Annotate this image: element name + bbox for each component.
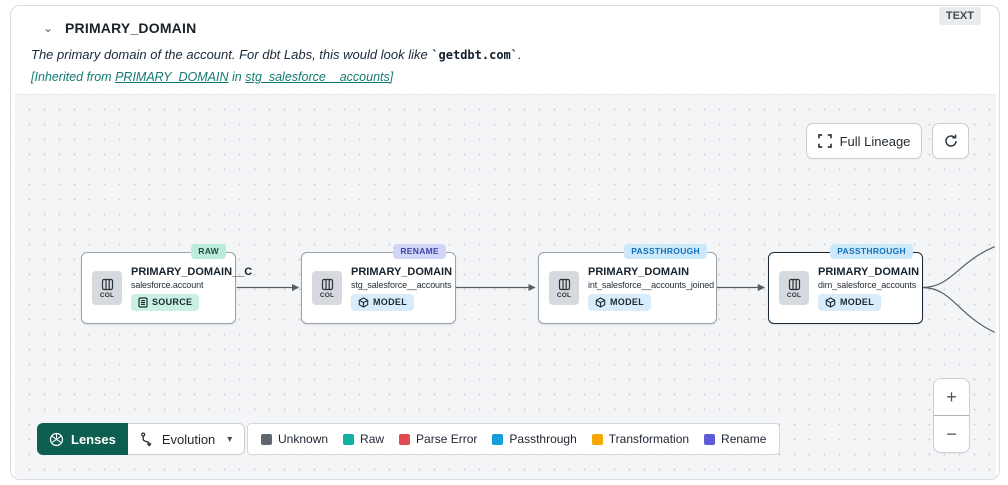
column-chip: COL <box>92 271 122 305</box>
inherited-infix: in <box>228 70 246 84</box>
column-icon <box>101 278 113 290</box>
node-title: PRIMARY_DOMAIN__C <box>131 265 253 278</box>
lens-aperture-icon <box>49 432 64 446</box>
evolution-type-badge: PASSTHROUGH <box>830 244 913 259</box>
node-body: PRIMARY_DOMAIN dim_salesforce_accounts M… <box>809 266 919 311</box>
legend-swatch <box>261 433 272 445</box>
resource-type-badge: MODEL <box>588 293 651 311</box>
zoom-out-button[interactable]: − <box>934 416 969 452</box>
column-chip: COL <box>779 271 809 305</box>
legend-swatch <box>399 433 411 445</box>
legend-label: Parse Error <box>416 432 478 446</box>
legend-item-passthrough: Passthrough <box>492 432 577 446</box>
model-icon <box>358 296 369 308</box>
lineage-node-stg-salesforce-accounts[interactable]: RENAME COL PRIMARY_DOMAIN stg_salesforce… <box>301 244 456 324</box>
lineage-node-dim-salesforce-accounts[interactable]: PASSTHROUGH COL PRIMARY_DOMAIN dim_sales… <box>768 244 923 324</box>
legend-label: Rename <box>721 432 767 446</box>
lineage-node-salesforce-account[interactable]: RAW COL PRIMARY_DOMAIN__C salesforce.acc… <box>81 244 252 324</box>
legend-label: Unknown <box>278 432 329 446</box>
evolution-legend: Unknown Raw Parse Error Passthrough Tran… <box>247 423 781 455</box>
evolution-type-badge: RENAME <box>393 244 446 259</box>
inherited-prefix: [Inherited from <box>31 70 116 84</box>
description-text: The primary domain of the account. For d… <box>31 47 432 62</box>
lenses-control-group: Lenses Evolution ▾ <box>37 423 246 455</box>
column-chip: COL <box>549 271 579 305</box>
column-icon <box>321 278 333 290</box>
legend-item-parse-error: Parse Error <box>399 432 477 446</box>
legend-item-transformation: Transformation <box>591 432 690 446</box>
column-chip-label: COL <box>786 291 802 299</box>
node-title: PRIMARY_DOMAIN <box>351 265 453 278</box>
chevron-down-icon: ▾ <box>227 433 233 445</box>
legend-swatch <box>343 433 355 445</box>
node-body: PRIMARY_DOMAIN int_salesforce__accounts_… <box>579 265 714 311</box>
legend-swatch <box>492 433 504 445</box>
legend-item-raw: Raw <box>343 432 384 446</box>
description-code: `getdbt.com` <box>431 48 519 62</box>
column-icon <box>558 278 570 290</box>
resource-type-label: MODEL <box>840 296 874 307</box>
node-subtitle: int_salesforce__accounts_joined <box>588 279 714 290</box>
lineage-canvas[interactable]: Full Lineage RAW COL PRIMARY_DOMAIN__C s… <box>15 94 996 479</box>
inherited-suffix: ] <box>389 70 394 84</box>
node-body: PRIMARY_DOMAIN__C salesforce.account SOU… <box>122 266 252 311</box>
node-title: PRIMARY_DOMAIN <box>588 265 690 278</box>
resource-type-label: SOURCE <box>152 296 193 307</box>
lineage-node-int-salesforce-accounts-joined[interactable]: PASSTHROUGH COL PRIMARY_DOMAIN int_sales… <box>538 244 717 324</box>
column-type-badge: TEXT <box>938 7 981 25</box>
inherited-from-note: [Inherited from PRIMARY_DOMAIN in stg_sa… <box>31 70 393 84</box>
node-body: PRIMARY_DOMAIN stg_salesforce__accounts … <box>342 266 452 311</box>
selected-lens-label: Evolution <box>161 431 216 447</box>
column-details-card: ⌄ PRIMARY_DOMAIN TEXT The primary domain… <box>10 5 1000 480</box>
node-subtitle: salesforce.account <box>131 279 204 290</box>
node-subtitle: stg_salesforce__accounts <box>351 279 452 290</box>
expand-icon <box>817 134 832 148</box>
legend-item-unknown: Unknown <box>261 432 328 446</box>
column-icon <box>788 278 800 290</box>
lens-selector-dropdown[interactable]: Evolution ▾ <box>127 423 246 455</box>
legend-label: Transformation <box>608 432 690 446</box>
evolution-type-badge: PASSTHROUGH <box>624 244 707 259</box>
source-icon <box>138 296 148 308</box>
legend-label: Passthrough <box>509 432 577 446</box>
column-header: ⌄ PRIMARY_DOMAIN <box>31 15 989 41</box>
resource-type-label: MODEL <box>610 296 644 307</box>
collapse-chevron-icon[interactable]: ⌄ <box>42 21 54 35</box>
node-title: PRIMARY_DOMAIN <box>818 265 920 278</box>
full-lineage-label: Full Lineage <box>839 133 911 149</box>
column-chip-label: COL <box>556 291 572 299</box>
lenses-button[interactable]: Lenses <box>37 423 128 455</box>
resource-type-badge: SOURCE <box>131 293 200 311</box>
model-icon <box>595 296 606 308</box>
resource-type-badge: MODEL <box>818 293 881 311</box>
column-title: PRIMARY_DOMAIN <box>65 20 197 36</box>
column-chip-label: COL <box>99 291 115 299</box>
legend-label: Raw <box>360 432 385 446</box>
evolution-type-badge: RAW <box>191 244 226 259</box>
inherited-column-link[interactable]: PRIMARY_DOMAIN <box>115 70 229 84</box>
column-chip: COL <box>312 271 342 305</box>
legend-swatch <box>704 433 716 445</box>
legend-item-rename: Rename <box>704 432 766 446</box>
column-description: The primary domain of the account. For d… <box>31 47 522 62</box>
model-icon <box>825 296 836 308</box>
zoom-controls: + − <box>933 378 970 453</box>
refresh-lineage-button[interactable] <box>932 123 969 159</box>
inherited-model-link[interactable]: stg_salesforce__accounts <box>245 70 390 84</box>
legend-swatch <box>591 433 603 445</box>
zoom-in-button[interactable]: + <box>934 379 969 416</box>
evolution-route-icon <box>140 431 152 447</box>
column-chip-label: COL <box>319 291 335 299</box>
full-lineage-button[interactable]: Full Lineage <box>806 123 922 159</box>
lenses-label: Lenses <box>71 431 116 447</box>
description-suffix: . <box>518 47 522 62</box>
refresh-icon <box>944 134 957 147</box>
resource-type-label: MODEL <box>373 296 407 307</box>
resource-type-badge: MODEL <box>351 293 414 311</box>
node-subtitle: dim_salesforce_accounts <box>818 279 917 290</box>
